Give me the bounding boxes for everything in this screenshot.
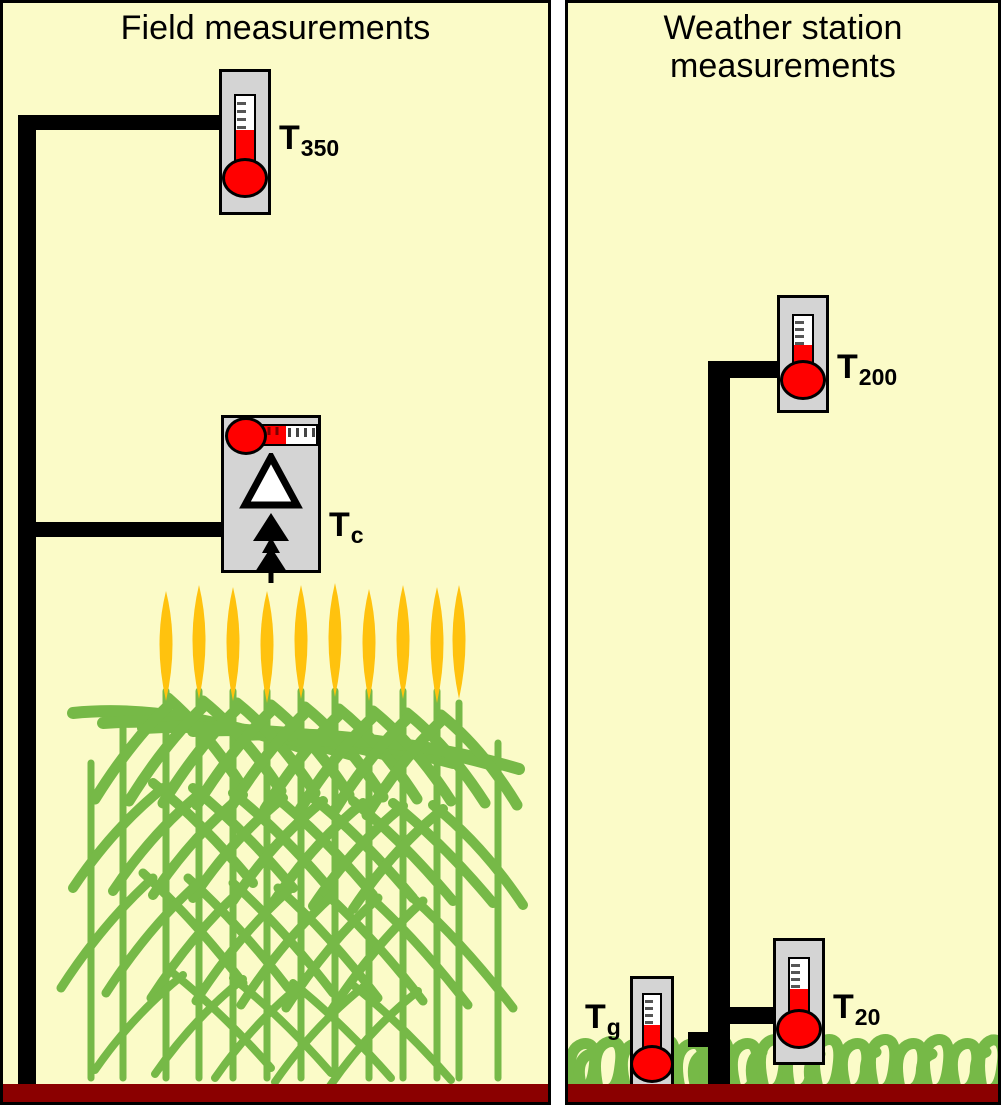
crop-canopy-graphic <box>56 583 528 1090</box>
station-mast-tg-arm <box>688 1032 718 1047</box>
thermometer-t200 <box>777 295 829 413</box>
field-mast-upper-arm <box>18 115 230 130</box>
field-mast-post <box>18 115 36 1090</box>
thermometer-t350 <box>219 69 271 215</box>
station-soil-strip <box>568 1084 998 1102</box>
panel-station-title-line1: Weather station <box>663 9 903 47</box>
tc-upwelling-arrow-icon <box>262 537 280 583</box>
panel-station-title-line2: measurements <box>669 47 897 86</box>
field-mast-lower-arm <box>18 522 230 537</box>
tc-thermometer-bulb <box>225 417 267 455</box>
thermometer-t20 <box>773 938 825 1065</box>
label-t350: T350 <box>279 119 340 161</box>
panel-field-title: Field measurements <box>120 9 431 47</box>
panel-field-measurements: Field measurements <box>0 0 551 1105</box>
label-tg: Tg <box>585 998 621 1040</box>
field-soil-strip <box>3 1084 548 1102</box>
panel-station-title: Weather station measurements <box>568 9 998 85</box>
panel-weather-station-measurements: Weather station measurements <box>565 0 1001 1105</box>
station-mast-post <box>708 361 730 1090</box>
station-mast-upper-arm <box>708 361 784 378</box>
label-t200: T200 <box>837 348 898 390</box>
label-t20: T20 <box>833 988 881 1030</box>
thermometer-tg <box>630 976 674 1094</box>
label-tc: Tc <box>329 506 364 548</box>
station-mast-lower-arm <box>708 1007 784 1024</box>
